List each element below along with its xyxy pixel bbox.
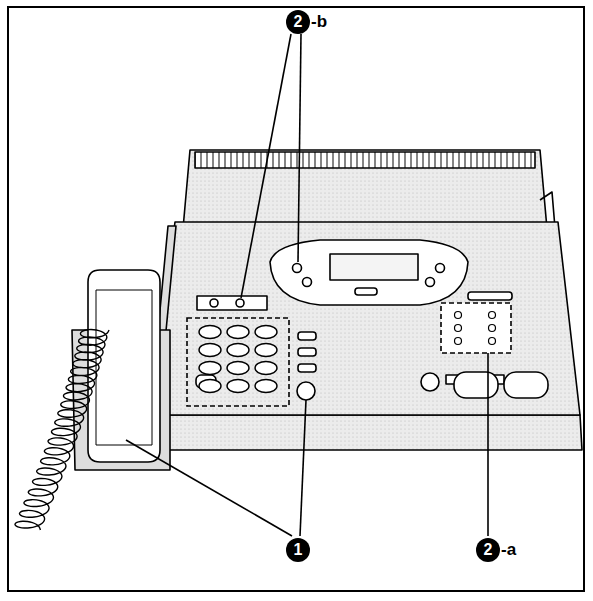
keypad-outline xyxy=(187,318,289,406)
panel-button xyxy=(293,264,302,273)
station-key xyxy=(489,338,496,345)
leader-line xyxy=(300,400,306,536)
coil-cord xyxy=(15,330,109,530)
key xyxy=(199,380,221,393)
key xyxy=(227,380,249,393)
key xyxy=(227,344,249,357)
button xyxy=(236,299,244,307)
callout-number: 2 xyxy=(286,10,310,34)
leader-line xyxy=(241,34,291,298)
key xyxy=(227,362,249,375)
station-key xyxy=(489,325,496,332)
leader-line xyxy=(487,353,489,536)
station-key xyxy=(455,312,462,319)
slot xyxy=(468,292,512,300)
start-button xyxy=(454,372,498,398)
station-key xyxy=(455,338,462,345)
key xyxy=(199,362,221,375)
body-front xyxy=(148,415,582,450)
panel-button xyxy=(426,278,435,287)
button xyxy=(298,348,316,356)
callout-number: 2 xyxy=(476,538,500,562)
station-keys xyxy=(455,312,496,345)
key xyxy=(199,344,221,357)
key xyxy=(255,344,277,357)
panel-button xyxy=(355,288,377,295)
body-top xyxy=(150,222,580,415)
callout-suffix: -b xyxy=(311,10,327,34)
panel-button xyxy=(303,278,312,287)
fax-machine xyxy=(72,150,582,470)
station-key xyxy=(489,312,496,319)
button-strip xyxy=(197,296,267,310)
key xyxy=(199,326,221,339)
leader-line xyxy=(298,34,301,262)
key xyxy=(255,326,277,339)
callout-number: 1 xyxy=(286,538,310,562)
panel-button xyxy=(436,264,445,273)
leader-lines xyxy=(126,34,488,536)
keypad xyxy=(199,326,277,393)
button xyxy=(298,364,316,372)
station-key xyxy=(455,325,462,332)
station-outline xyxy=(441,303,511,353)
key xyxy=(255,380,277,393)
key xyxy=(255,362,277,375)
stop-button xyxy=(504,372,548,398)
button xyxy=(421,373,439,391)
display xyxy=(330,254,418,280)
frame xyxy=(8,7,584,591)
key xyxy=(227,326,249,339)
button xyxy=(297,382,315,400)
callout-suffix: -a xyxy=(501,538,516,562)
paper-guide xyxy=(195,152,535,168)
button xyxy=(210,299,218,307)
button xyxy=(298,332,316,340)
handset-edge xyxy=(96,290,152,445)
display-panel xyxy=(270,240,468,305)
leader-line xyxy=(126,440,292,536)
